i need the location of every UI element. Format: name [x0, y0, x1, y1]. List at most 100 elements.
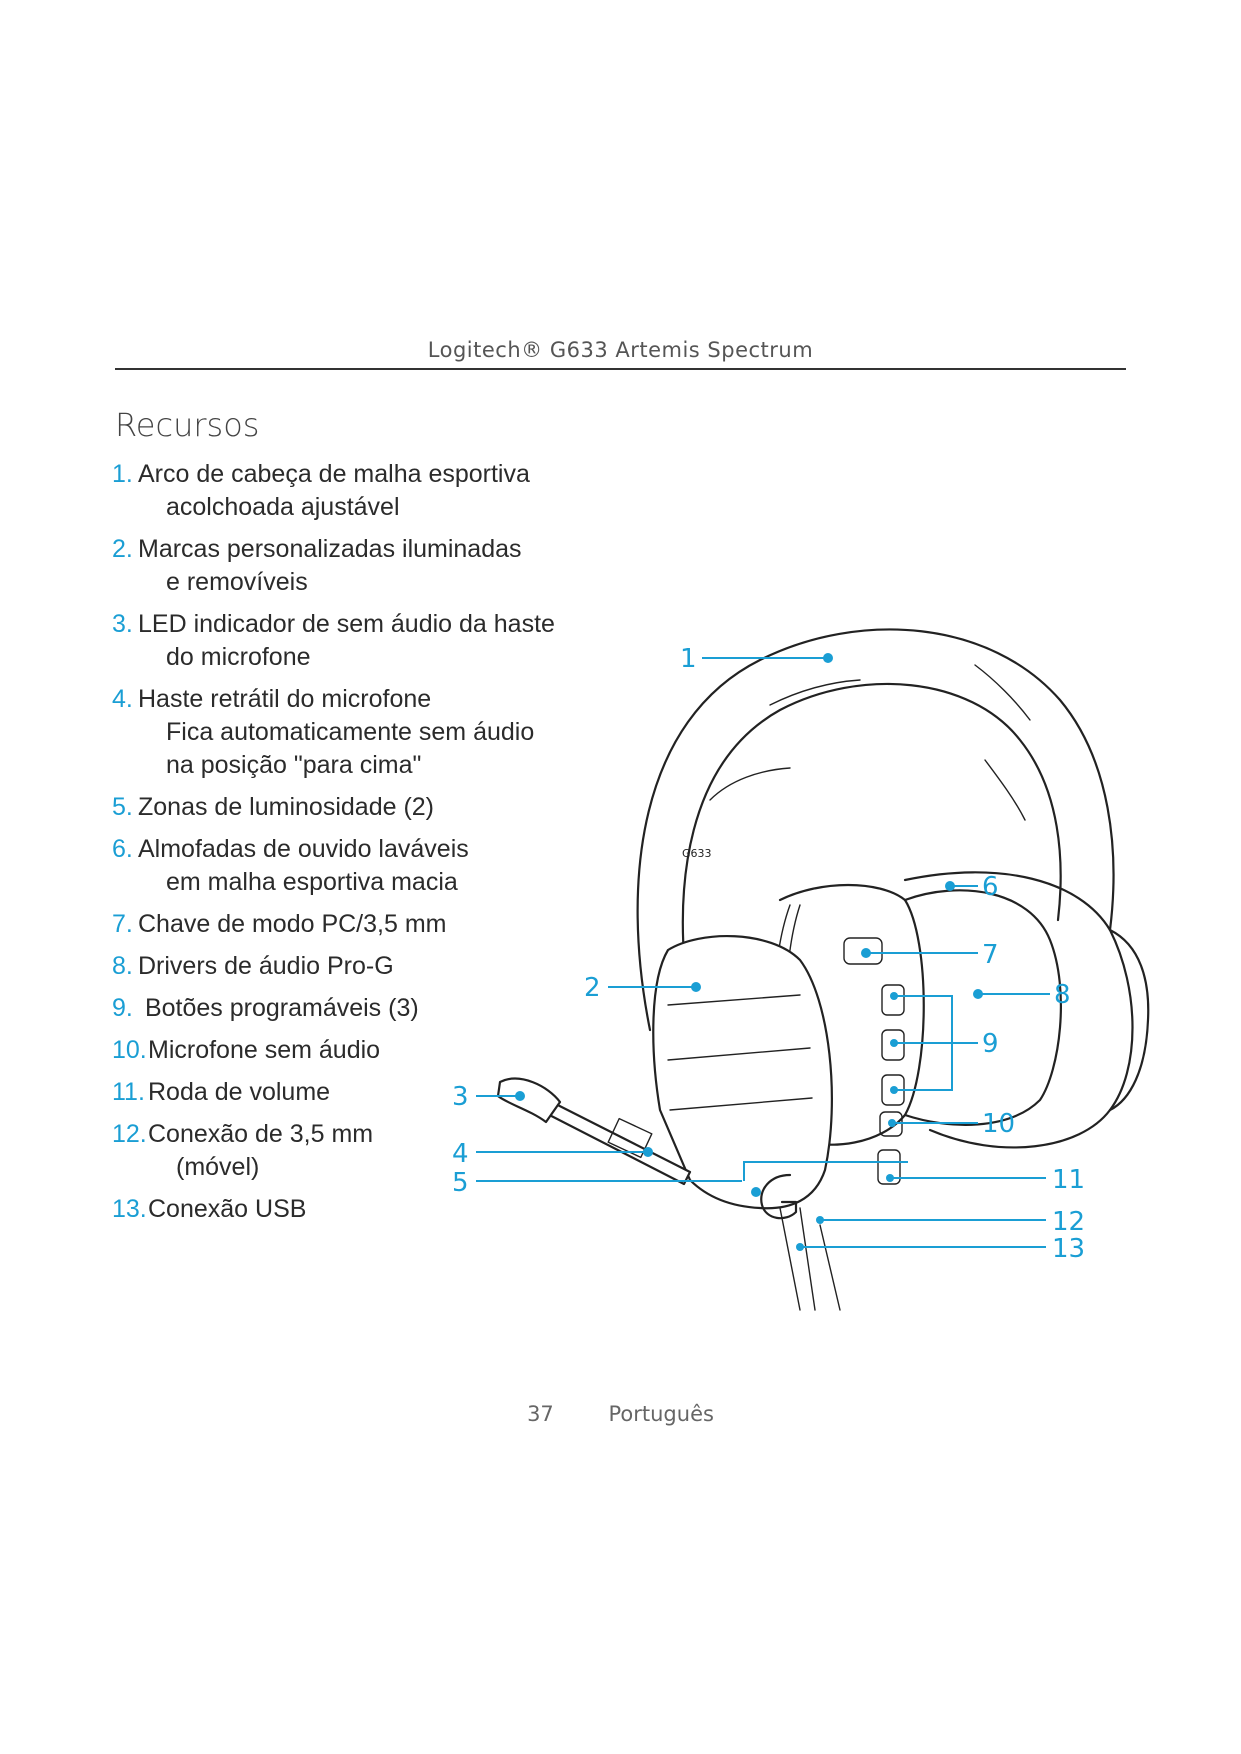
headband-mesh-2 — [709, 767, 791, 801]
feature-item: 13.Conexão USB — [112, 1193, 592, 1226]
svg-text:11: 11 — [1052, 1165, 1085, 1195]
headband-inner — [681, 682, 1062, 1012]
feature-item: 2.Marcas personalizadas iluminadas e remo… — [112, 533, 592, 599]
callout-6: 6 — [945, 872, 999, 902]
feature-number: 10. — [112, 1036, 147, 1064]
callout-13: 13 — [796, 1234, 1085, 1264]
feature-number: 8. — [112, 952, 133, 980]
callout-3: 3 — [452, 1082, 525, 1112]
callout-2: 2 — [584, 973, 701, 1003]
page-number: 37 — [527, 1402, 554, 1426]
headband-mesh-3 — [984, 759, 1026, 821]
cable-3 — [819, 1224, 841, 1311]
cable-1 — [779, 1207, 801, 1311]
callout-11: 11 — [886, 1165, 1085, 1195]
feature-text: e removíveis — [166, 568, 308, 596]
svg-text:5: 5 — [452, 1168, 469, 1198]
svg-text:10: 10 — [982, 1109, 1015, 1139]
g-button-2-shape — [881, 1029, 905, 1061]
feature-text: Fica automaticamente sem áudio — [166, 718, 535, 746]
svg-text:1: 1 — [680, 644, 697, 674]
feature-number: 6. — [112, 835, 133, 863]
feature-number: 13. — [112, 1195, 147, 1223]
feature-item: 10.Microfone sem áudio — [112, 1034, 592, 1067]
feature-text: Marcas personalizadas iluminadas — [138, 535, 522, 563]
footer-language: Português — [608, 1402, 714, 1426]
callout-7: 7 — [861, 940, 999, 970]
speaker-ring — [778, 883, 925, 1146]
feature-text: Microfone sem áudio — [148, 1036, 381, 1064]
feature-number: 11. — [112, 1078, 145, 1106]
feature-text: do microfone — [166, 643, 311, 671]
brand-mark-text: G633 — [682, 847, 712, 860]
g-logo-shape — [760, 1173, 798, 1220]
svg-text:3: 3 — [452, 1082, 469, 1112]
page-header-title: Logitech® G633 Artemis Spectrum — [427, 338, 814, 362]
plate-stripe-2 — [667, 1047, 811, 1061]
feature-text: Drivers de áudio Pro-G — [138, 952, 394, 980]
callout-10: 10 — [888, 1109, 1015, 1139]
headband-mesh-1 — [769, 679, 861, 706]
cable-2 — [799, 1207, 816, 1311]
feature-text: acolchoada ajustável — [166, 493, 400, 521]
feature-number: 12. — [112, 1120, 147, 1148]
feature-text: em malha esportiva macia — [166, 868, 458, 896]
left-earcup-plate — [652, 934, 833, 1210]
feature-item: 1.Arco de cabeça de malha esportiva acolc… — [112, 458, 592, 524]
feature-number: 3. — [112, 610, 133, 638]
feature-text: Zonas de luminosidade (2) — [138, 793, 434, 821]
svg-text:7: 7 — [982, 940, 999, 970]
volume-wheel-shape — [877, 1149, 901, 1185]
feature-item: 6.Almofadas de ouvido laváveis em malha e… — [112, 833, 592, 899]
svg-text:9: 9 — [982, 1029, 999, 1059]
feature-number: 9. — [112, 994, 133, 1022]
feature-text: (móvel) — [176, 1153, 260, 1181]
svg-text:4: 4 — [452, 1139, 469, 1169]
header-rule — [115, 368, 1126, 370]
svg-text:12: 12 — [1052, 1207, 1085, 1237]
plate-stripe-1 — [667, 994, 801, 1006]
feature-item: 8.Drivers de áudio Pro-G — [112, 950, 592, 983]
svg-text:8: 8 — [1054, 980, 1071, 1010]
feature-item: 12.Conexão de 3,5 mm (móvel) — [112, 1118, 592, 1184]
feature-number: 7. — [112, 910, 133, 938]
features-list: 1.Arco de cabeça de malha esportiva acolc… — [112, 458, 592, 1235]
feature-item: 11.Roda de volume — [112, 1076, 592, 1109]
ear-cushion — [903, 889, 1062, 1126]
feature-item: 9. Botões programáveis (3) — [112, 992, 592, 1025]
feature-item: 7.Chave de modo PC/3,5 mm — [112, 908, 592, 941]
svg-text:2: 2 — [584, 973, 601, 1003]
right-earcup-back — [1108, 928, 1150, 1112]
feature-text: LED indicador de sem áudio da haste — [138, 610, 555, 638]
page-footer: 37 Português — [0, 1402, 1241, 1426]
headband-outline — [636, 628, 1115, 1032]
feature-text: Almofadas de ouvido laváveis — [138, 835, 469, 863]
callout-9: 9 — [890, 992, 999, 1094]
feature-number: 2. — [112, 535, 133, 563]
feature-text: Arco de cabeça de malha esportiva — [138, 460, 530, 488]
feature-text: na posição "para cima" — [166, 751, 422, 779]
g-button-1-shape — [881, 984, 905, 1016]
mic-hinge — [607, 1117, 653, 1159]
feature-number: 1. — [112, 460, 133, 488]
mode-switch-shape — [843, 937, 883, 965]
feature-text: Conexão USB — [148, 1195, 307, 1223]
svg-text:6: 6 — [982, 872, 999, 902]
plate-stripe-3 — [669, 1097, 813, 1111]
feature-text: Conexão de 3,5 mm — [148, 1120, 374, 1148]
callout-1: 1 — [680, 644, 833, 674]
feature-text: Botões programáveis (3) — [138, 994, 419, 1022]
callout-8: 8 — [973, 980, 1071, 1010]
headband-mesh-4 — [974, 664, 1031, 721]
feature-number: 5. — [112, 793, 133, 821]
callout-4: 4 — [452, 1139, 653, 1169]
callout-5: 5 — [452, 1161, 908, 1198]
feature-text: Roda de volume — [148, 1078, 331, 1106]
svg-text:13: 13 — [1052, 1234, 1085, 1264]
section-title: Recursos — [115, 406, 260, 444]
feature-item: 5.Zonas de luminosidade (2) — [112, 791, 592, 824]
feature-text: Haste retrátil do microfone — [138, 685, 432, 713]
right-earcup — [903, 871, 1134, 1149]
